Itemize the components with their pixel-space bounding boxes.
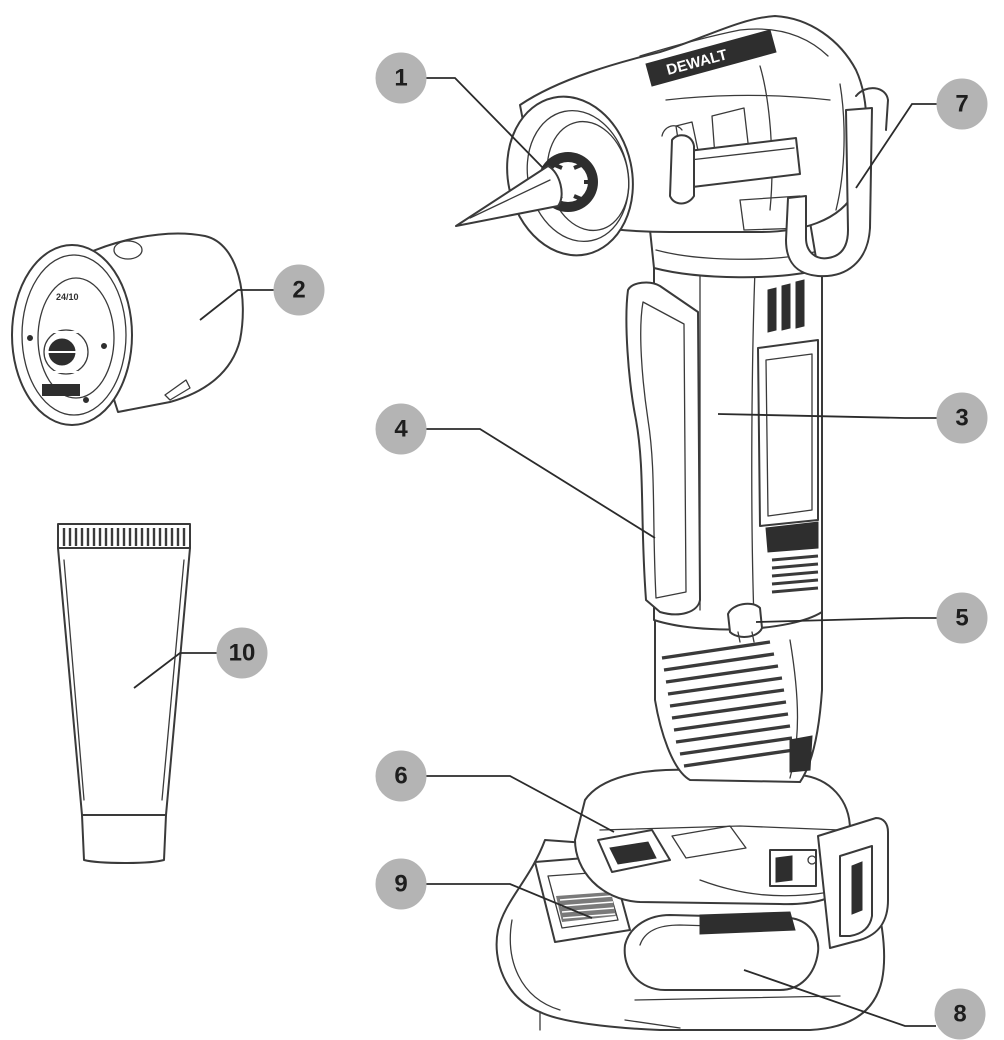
leader-1 bbox=[426, 77, 544, 169]
callout-5-label: 5 bbox=[955, 605, 968, 632]
leader-lines bbox=[133, 77, 938, 1027]
leader-9 bbox=[426, 883, 593, 919]
callout-6-label: 6 bbox=[394, 763, 407, 790]
leader-7 bbox=[855, 103, 938, 189]
body-vents bbox=[767, 279, 805, 333]
callout-3: 3 bbox=[936, 392, 988, 444]
belt-hook bbox=[769, 817, 889, 949]
callout-9: 9 bbox=[375, 858, 427, 910]
callout-10-label: 10 bbox=[229, 640, 256, 667]
leader-3 bbox=[717, 413, 938, 419]
leader-4 bbox=[426, 428, 656, 539]
head-marking: 24/10 bbox=[56, 292, 79, 302]
callout-2: 2 bbox=[273, 264, 325, 316]
press-tool: DEWALT bbox=[455, 15, 889, 1031]
callout-7-label: 7 bbox=[955, 91, 968, 118]
latch-bar bbox=[661, 87, 889, 278]
callout-1-label: 1 bbox=[394, 65, 407, 92]
callout-9-label: 9 bbox=[394, 871, 407, 898]
expansion-head-accessory: 24/10 bbox=[11, 232, 244, 426]
callout-10: 10 bbox=[216, 627, 268, 679]
callout-1: 1 bbox=[375, 52, 427, 104]
leader-10 bbox=[133, 652, 218, 689]
grip-vents bbox=[661, 640, 795, 768]
callout-4: 4 bbox=[375, 403, 427, 455]
trigger-grip bbox=[625, 281, 701, 616]
leader-8 bbox=[743, 969, 936, 1027]
battery-brand-label bbox=[699, 911, 796, 935]
callout-6: 6 bbox=[375, 750, 427, 802]
callout-8: 8 bbox=[934, 988, 986, 1040]
expansion-cone bbox=[455, 165, 563, 227]
callout-7: 7 bbox=[936, 78, 988, 130]
callout-4-label: 4 bbox=[394, 416, 408, 443]
callout-2-label: 2 bbox=[292, 277, 305, 304]
direction-switch bbox=[727, 602, 763, 643]
callout-8-label: 8 bbox=[953, 1001, 966, 1028]
leader-2 bbox=[199, 289, 276, 321]
leader-5 bbox=[755, 617, 938, 623]
head-logo-plate bbox=[42, 384, 80, 396]
callout-3-label: 3 bbox=[955, 405, 968, 432]
leader-6 bbox=[426, 775, 615, 833]
callout-5: 5 bbox=[936, 592, 988, 644]
grease-tube bbox=[57, 523, 191, 864]
